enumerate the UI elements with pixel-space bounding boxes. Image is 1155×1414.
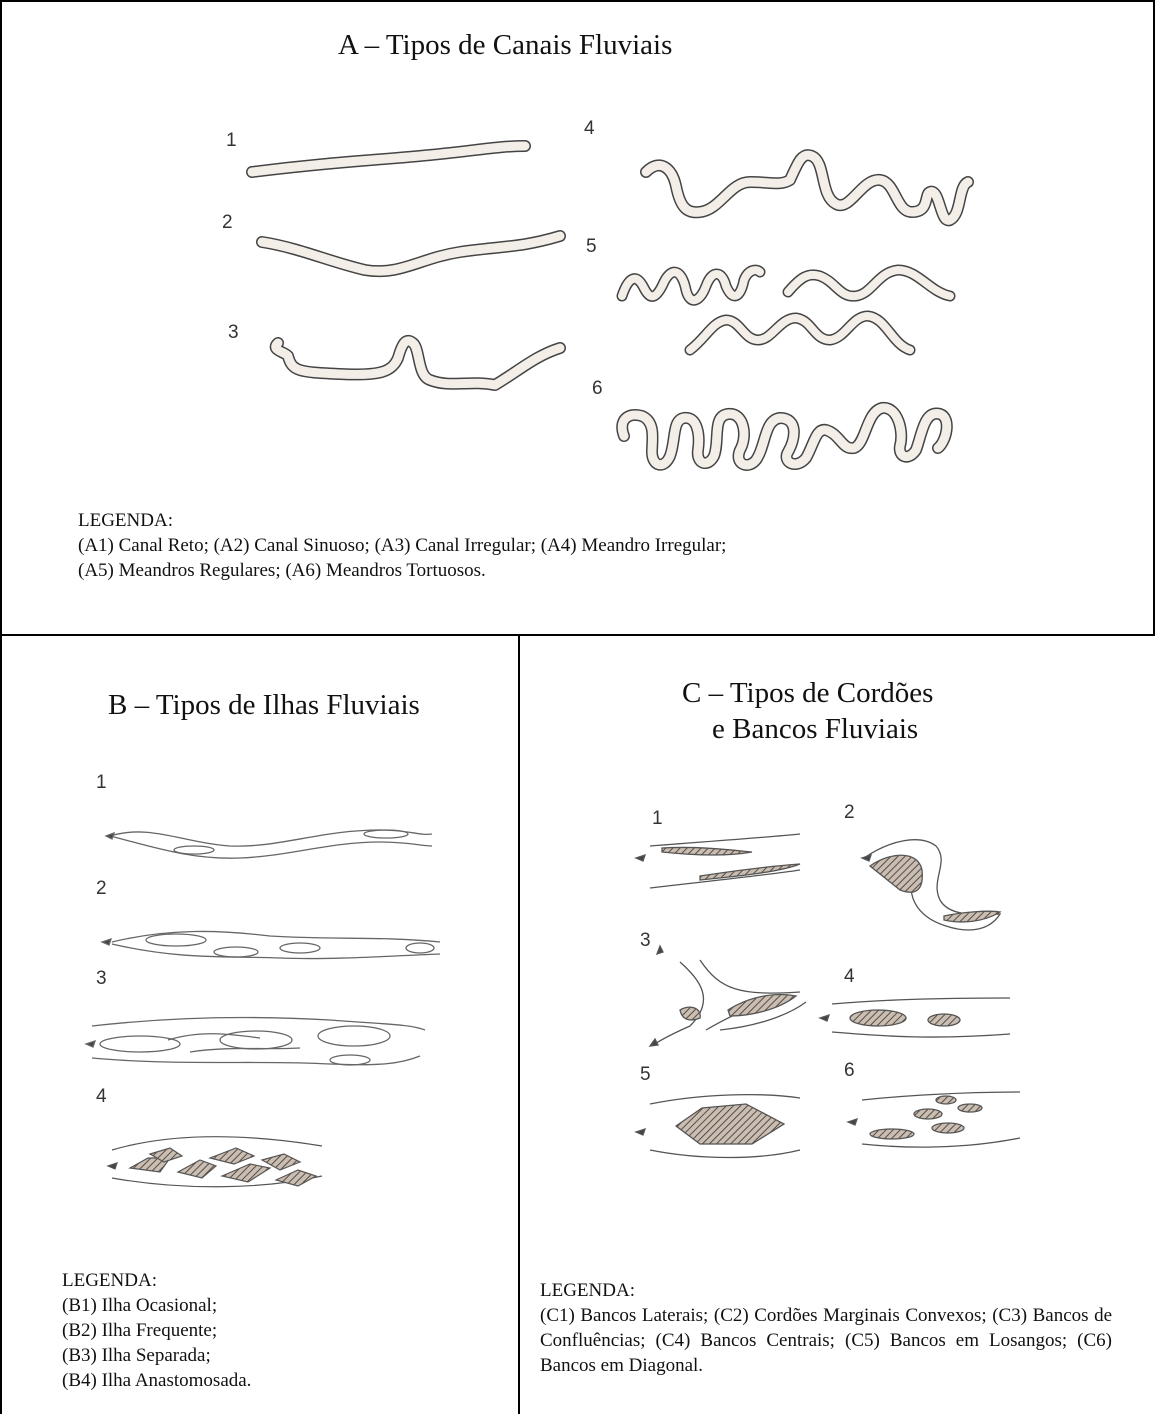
label-c3: 3: [640, 930, 651, 952]
channel-a1-straight: [252, 146, 525, 172]
bar-c2-convex-margin: [862, 840, 1000, 930]
panel-c-legend-heading: LEGENDA:: [540, 1278, 1112, 1303]
panel-b-title: B – Tipos de Ilhas Fluviais: [108, 688, 420, 723]
panel-c-title-line-1: C – Tipos de Cordões: [682, 676, 933, 711]
panel-a-legend-line-2: (A5) Meandros Regulares; (A6) Meandros T…: [78, 558, 1138, 583]
island-b1-occasional: [106, 830, 432, 858]
bar-c1-lateral: [636, 834, 800, 888]
label-a3: 3: [228, 322, 239, 344]
panel-a-legend-heading: LEGENDA:: [78, 508, 1138, 533]
label-b2: 2: [96, 878, 107, 900]
panel-b-legend: LEGENDA: (B1) Ilha Ocasional; (B2) Ilha …: [62, 1268, 502, 1393]
label-c2: 2: [844, 802, 855, 824]
label-a4: 4: [584, 118, 595, 140]
panel-a-legend: LEGENDA: (A1) Canal Reto; (A2) Canal Sin…: [78, 508, 1138, 583]
bar-c3-confluence: [650, 946, 806, 1046]
channel-a2-sinuous: [262, 236, 560, 271]
panel-b-legend-line-4: (B4) Ilha Anastomosada.: [62, 1368, 502, 1393]
channel-a5-regular-meanders: [622, 270, 950, 350]
bar-c5-lozenge: [636, 1095, 800, 1158]
label-a1: 1: [226, 130, 237, 152]
bar-c6-diagonal: [848, 1092, 1020, 1147]
panel-c-legend: LEGENDA: (C1) Bancos Laterais; (C2) Cord…: [540, 1278, 1112, 1378]
channel-a6-tortuous-meanders: [622, 408, 947, 465]
panel-c-legend-text: (C1) Bancos Laterais; (C2) Cordões Margi…: [540, 1303, 1112, 1378]
label-b3: 3: [96, 968, 107, 990]
channel-a3-irregular: [276, 341, 560, 385]
label-c4: 4: [844, 966, 855, 988]
island-b4-anastomosed: [108, 1137, 322, 1187]
island-b3-separated: [86, 1018, 425, 1065]
label-c6: 6: [844, 1060, 855, 1082]
panel-a-title: A – Tipos de Canais Fluviais: [338, 28, 672, 63]
label-b1: 1: [96, 772, 107, 794]
label-a6: 6: [592, 378, 603, 400]
panel-b-legend-heading: LEGENDA:: [62, 1268, 502, 1293]
label-a5: 5: [586, 236, 597, 258]
panel-a-legend-line-1: (A1) Canal Reto; (A2) Canal Sinuoso; (A3…: [78, 533, 1138, 558]
panel-b-legend-line-2: (B2) Ilha Frequente;: [62, 1318, 502, 1343]
panel-b-legend-line-1: (B1) Ilha Ocasional;: [62, 1293, 502, 1318]
bar-c4-central: [820, 998, 1010, 1037]
panel-c-title-line-2: e Bancos Fluviais: [712, 712, 918, 747]
panel-b-legend-line-3: (B3) Ilha Separada;: [62, 1343, 502, 1368]
island-b2-frequent: [102, 931, 440, 958]
label-c1: 1: [652, 808, 663, 830]
label-b4: 4: [96, 1086, 107, 1108]
label-a2: 2: [222, 212, 233, 234]
channel-a4-irregular-meander: [646, 155, 968, 220]
label-c5: 5: [640, 1064, 651, 1086]
